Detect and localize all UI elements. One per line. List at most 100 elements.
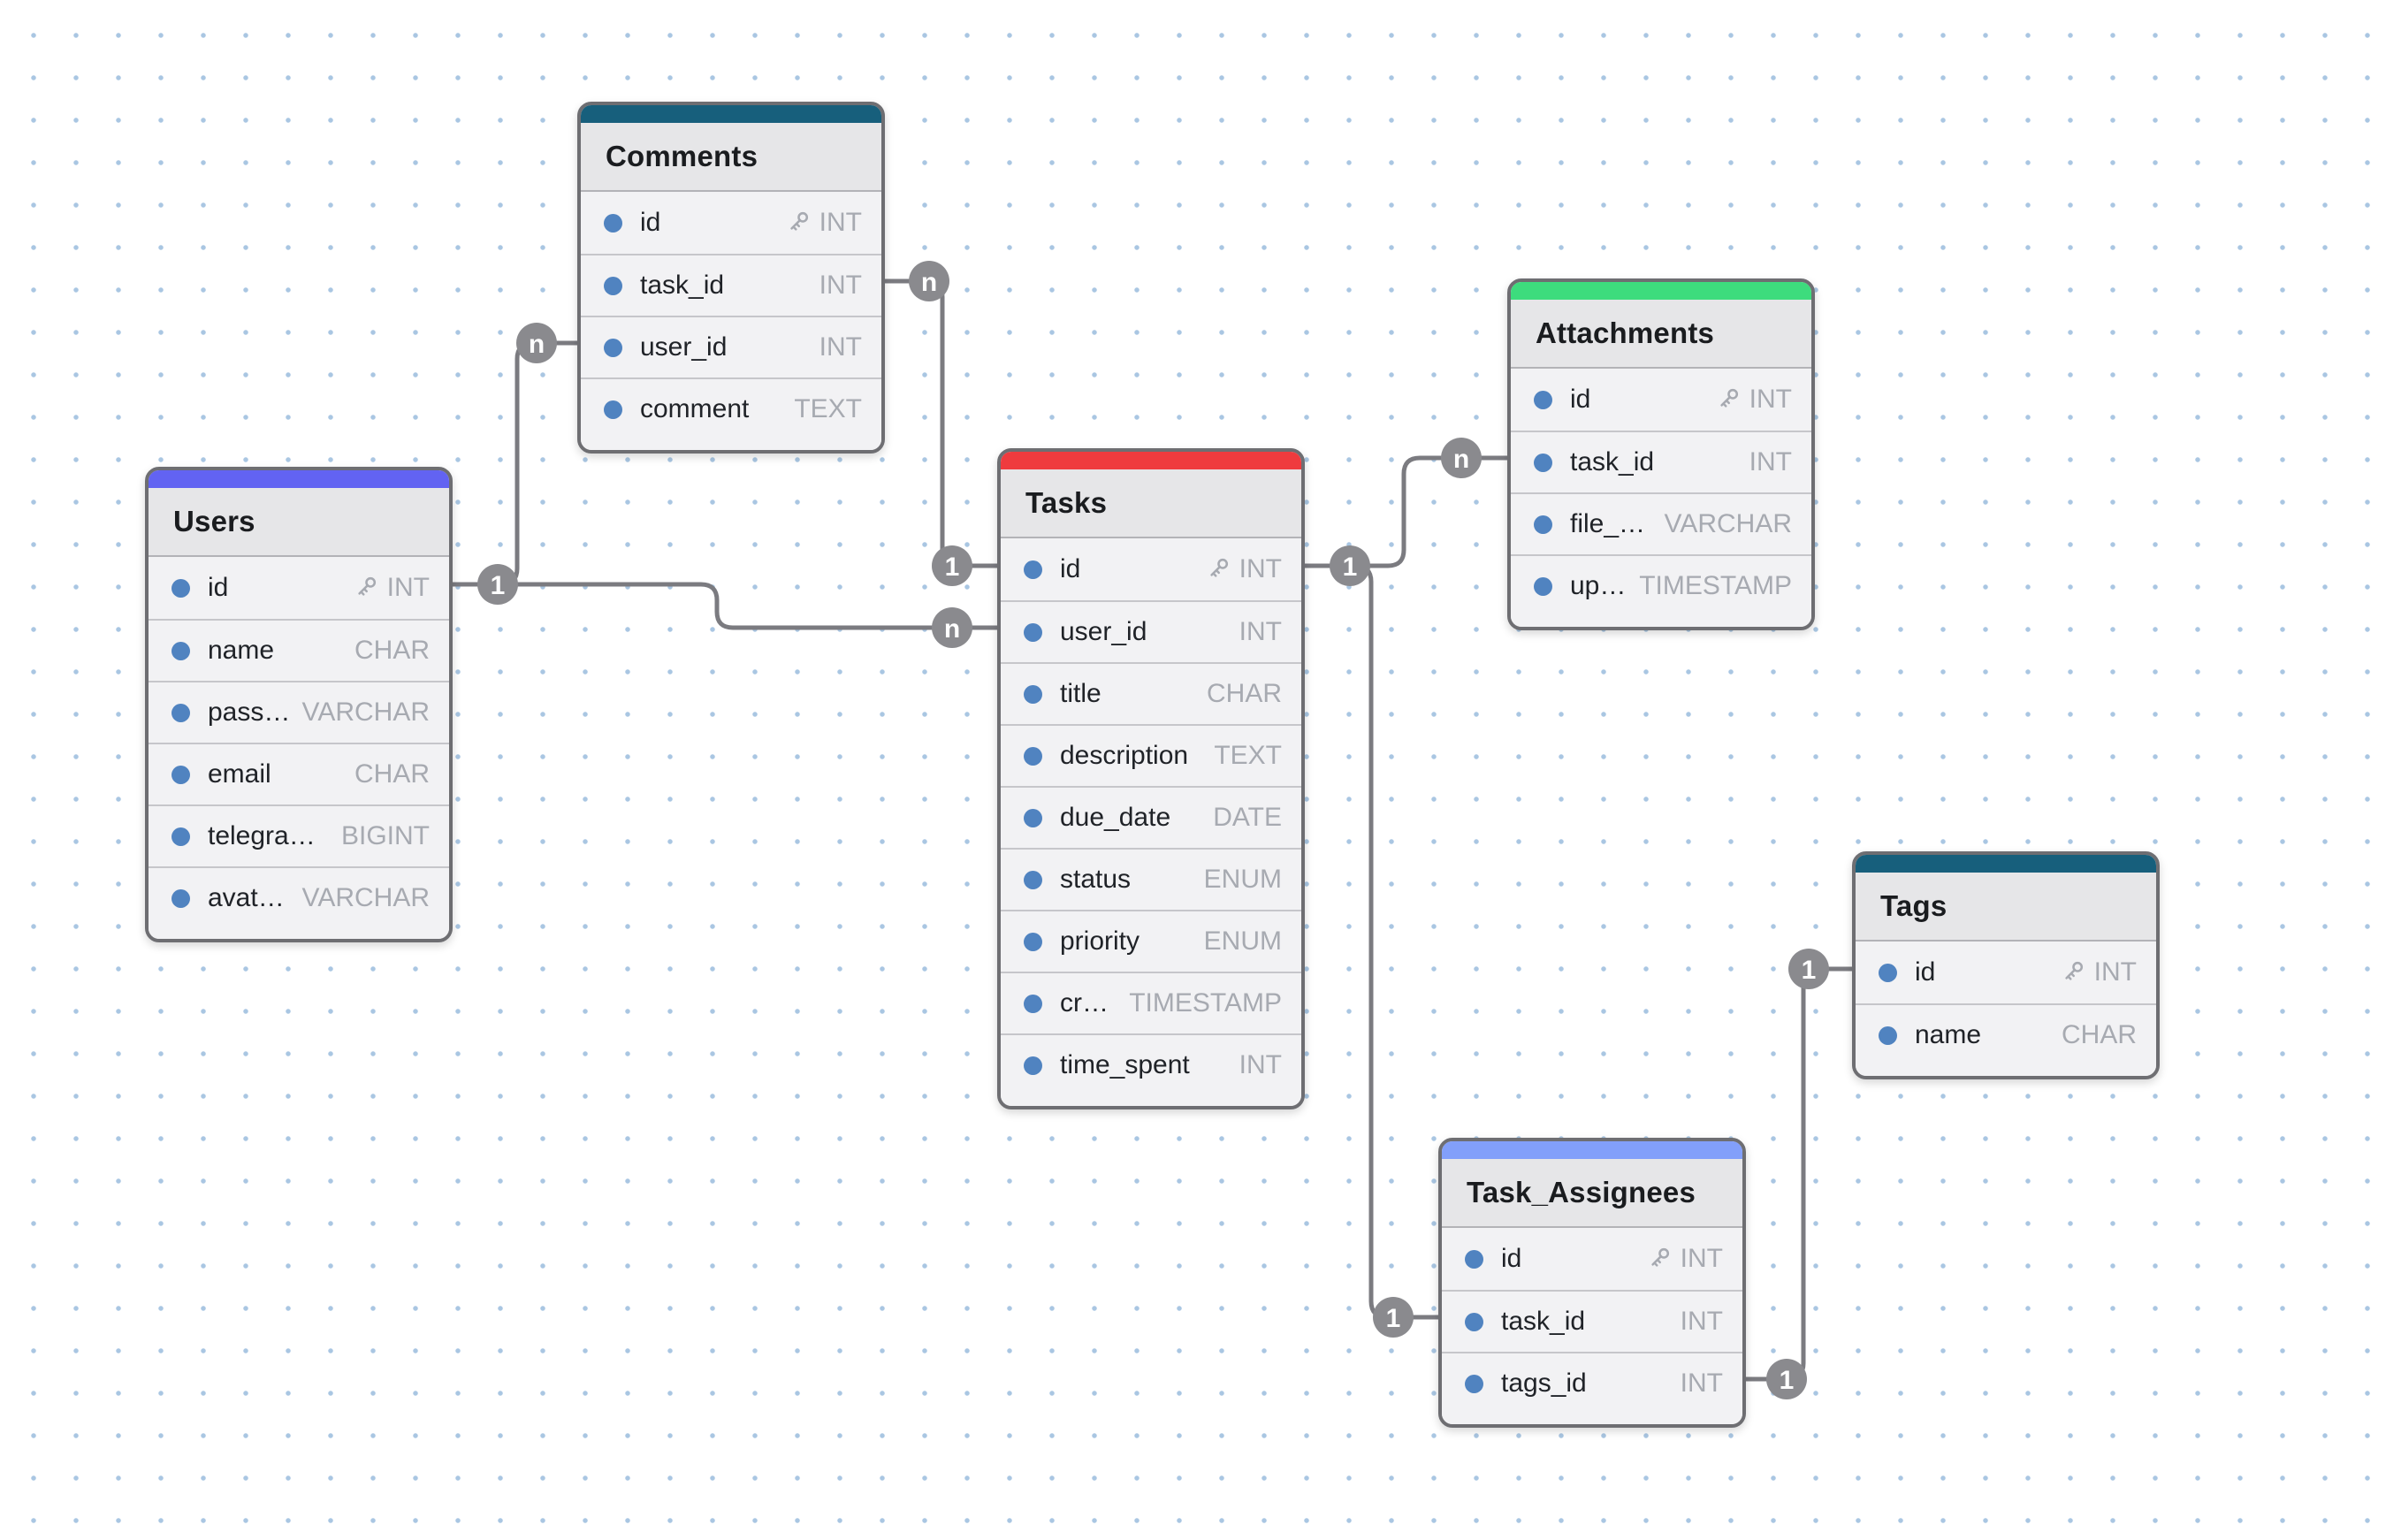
field-type: DATE xyxy=(1213,803,1282,833)
field-type: INT xyxy=(1239,1050,1282,1080)
field-row[interactable]: time_spent INT xyxy=(1001,1033,1301,1095)
field-type: BIGINT xyxy=(341,821,430,851)
field-name: id xyxy=(208,573,229,602)
field-type: INT xyxy=(351,573,430,603)
field-row[interactable]: upload...TIMESTAMP xyxy=(1511,554,1811,616)
field-name: status xyxy=(1060,865,1132,894)
field-type-label: INT xyxy=(1680,1244,1723,1273)
table-bottom-padding xyxy=(581,439,881,450)
relationship-line[interactable] xyxy=(1305,563,1438,1320)
field-type: INT xyxy=(819,332,862,362)
field-row[interactable]: passwordVARCHAR xyxy=(149,681,449,743)
field-type-label: INT xyxy=(1239,554,1282,583)
field-type: INT xyxy=(2058,957,2137,987)
table-users[interactable]: Users id INT name CHAR passwordVARCHARemailCH… xyxy=(145,467,453,942)
field-name: name xyxy=(208,636,275,665)
table-bottom-padding xyxy=(149,928,449,939)
field-name: avatar_pa... xyxy=(208,883,302,912)
cardinality-badge-label: n xyxy=(1453,445,1469,474)
relationship-line[interactable] xyxy=(1746,966,1852,1382)
field-row[interactable]: created...TIMESTAMP xyxy=(1001,972,1301,1033)
table-title: Tags xyxy=(1880,889,1947,922)
field-type: ENUM xyxy=(1204,865,1282,895)
field-name: created... xyxy=(1060,988,1129,1018)
cardinality-badge-circle xyxy=(1373,1297,1414,1338)
field-row[interactable]: id INT xyxy=(1001,538,1301,600)
table-header[interactable]: Users xyxy=(149,488,449,557)
table-header[interactable]: Comments xyxy=(581,123,881,192)
primary-key-icon xyxy=(1720,388,1738,408)
field-row[interactable]: avatar_pa...VARCHAR xyxy=(149,866,449,928)
relationship-line[interactable] xyxy=(885,278,997,568)
table-header[interactable]: Attachments xyxy=(1511,300,1811,369)
field-row[interactable]: task_id INT xyxy=(1442,1290,1742,1352)
field-type-label: VARCHAR xyxy=(1664,509,1792,538)
field-type-label: INT xyxy=(1239,617,1282,646)
field-dot-icon xyxy=(1879,963,1897,982)
field-row[interactable]: due_date DATE xyxy=(1001,786,1301,848)
cardinality-badge-circle xyxy=(1330,545,1370,586)
field-name: id xyxy=(1501,1244,1522,1273)
field-row[interactable]: id INT xyxy=(1442,1228,1742,1290)
cardinality-badge-circle xyxy=(1766,1359,1807,1399)
table-header[interactable]: Task_Assignees xyxy=(1442,1159,1742,1228)
field-row[interactable]: id INT xyxy=(149,557,449,619)
field-dot-icon xyxy=(1534,453,1552,472)
field-dot-icon xyxy=(1024,870,1042,889)
field-type-label: INT xyxy=(819,271,862,300)
cardinality-badge: 1 xyxy=(1766,1359,1807,1399)
cardinality-badge-circle xyxy=(932,607,972,648)
field-row[interactable]: name CHAR xyxy=(149,619,449,681)
table-header[interactable]: Tasks xyxy=(1001,469,1301,538)
field-name: comment xyxy=(640,394,750,423)
field-name: task_id xyxy=(1501,1307,1586,1336)
primary-key-icon xyxy=(1651,1247,1669,1267)
field-name: due_date xyxy=(1060,803,1171,832)
relationship-line[interactable] xyxy=(1305,455,1507,568)
field-name: file_path xyxy=(1570,509,1665,538)
field-type: CHAR xyxy=(1207,679,1282,709)
field-name: email xyxy=(208,759,271,789)
field-type-label: INT xyxy=(1680,1307,1723,1336)
table-color-strip xyxy=(1856,855,2156,873)
cardinality-badge-circle xyxy=(516,323,557,363)
field-name: time_spent xyxy=(1060,1050,1190,1079)
relationship-line[interactable] xyxy=(453,582,997,630)
field-type: CHAR xyxy=(354,636,430,666)
field-dot-icon xyxy=(1024,1056,1042,1075)
cardinality-badge-label: n xyxy=(529,330,545,359)
field-name: id xyxy=(1060,554,1081,583)
table-title: Attachments xyxy=(1536,316,1715,349)
field-dot-icon xyxy=(172,703,190,722)
field-type: INT xyxy=(1644,1244,1723,1274)
field-name: name xyxy=(1915,1020,1982,1049)
field-row[interactable]: status ENUM xyxy=(1001,848,1301,910)
table-header[interactable]: Tags xyxy=(1856,873,2156,942)
field-dot-icon xyxy=(1465,1374,1483,1393)
relationship-line[interactable] xyxy=(453,340,577,587)
cardinality-badge-circle xyxy=(1441,438,1482,478)
